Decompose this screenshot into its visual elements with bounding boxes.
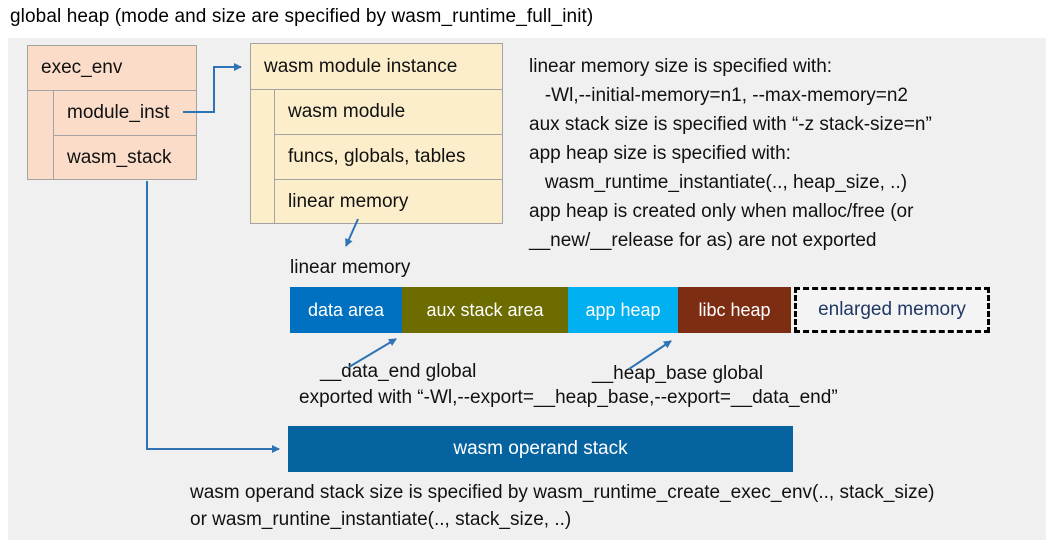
note-line: app heap size is specified with: <box>529 143 791 164</box>
segment-aux-stack-area: aux stack area <box>402 287 568 333</box>
exec-env-header: exec_env <box>28 46 196 91</box>
page-title: global heap (mode and size are specified… <box>10 6 594 27</box>
module-instance-row-funcs-globals-tables: funcs, globals, tables <box>275 135 502 180</box>
module-instance-header: wasm module instance <box>251 44 502 90</box>
note-line: linear memory size is specified with: <box>529 56 833 77</box>
note-line: wasm_runtime_instantiate(.., heap_size, … <box>529 172 908 193</box>
linear-memory-label: linear memory <box>290 257 411 278</box>
exec-env-row-module-inst: module_inst <box>54 91 196 136</box>
segment-enlarged-memory: enlarged memory <box>794 287 990 333</box>
exported-with-label: exported with “-Wl,--export=__heap_base,… <box>299 387 838 408</box>
module-instance-box: wasm module instance wasm module funcs, … <box>250 43 503 224</box>
operand-stack-notes: wasm operand stack size is specified by … <box>190 479 935 533</box>
memory-size-notes: linear memory size is specified with: -W… <box>529 52 932 255</box>
segment-data-area: data area <box>290 287 402 333</box>
module-instance-row-linear-memory: linear memory <box>288 191 409 212</box>
module-instance-indent <box>251 90 275 224</box>
data-end-global-label: __data_end global <box>320 361 477 382</box>
segment-libc-heap: libc heap <box>678 287 791 333</box>
exec-env-row-wasm-stack: wasm_stack <box>67 147 172 168</box>
exec-env-indent <box>28 91 54 180</box>
wasm-operand-stack-bar: wasm operand stack <box>288 426 793 472</box>
module-instance-row-wasm-module: wasm module <box>275 90 502 135</box>
segment-app-heap: app heap <box>568 287 678 333</box>
note-line: -Wl,--initial-memory=n1, --max-memory=n2 <box>529 85 908 106</box>
footer-line: wasm operand stack size is specified by … <box>190 482 935 503</box>
exec-env-box: exec_env module_inst wasm_stack <box>27 45 197 180</box>
note-line: aux stack size is specified with “-z sta… <box>529 114 932 135</box>
note-line: app heap is created only when malloc/fre… <box>529 201 914 222</box>
heap-base-global-label: __heap_base global <box>592 363 764 384</box>
footer-line: or wasm_runtine_instantiate(.., stack_si… <box>190 509 572 530</box>
note-line: __new/__release for as) are not exported <box>529 230 877 251</box>
